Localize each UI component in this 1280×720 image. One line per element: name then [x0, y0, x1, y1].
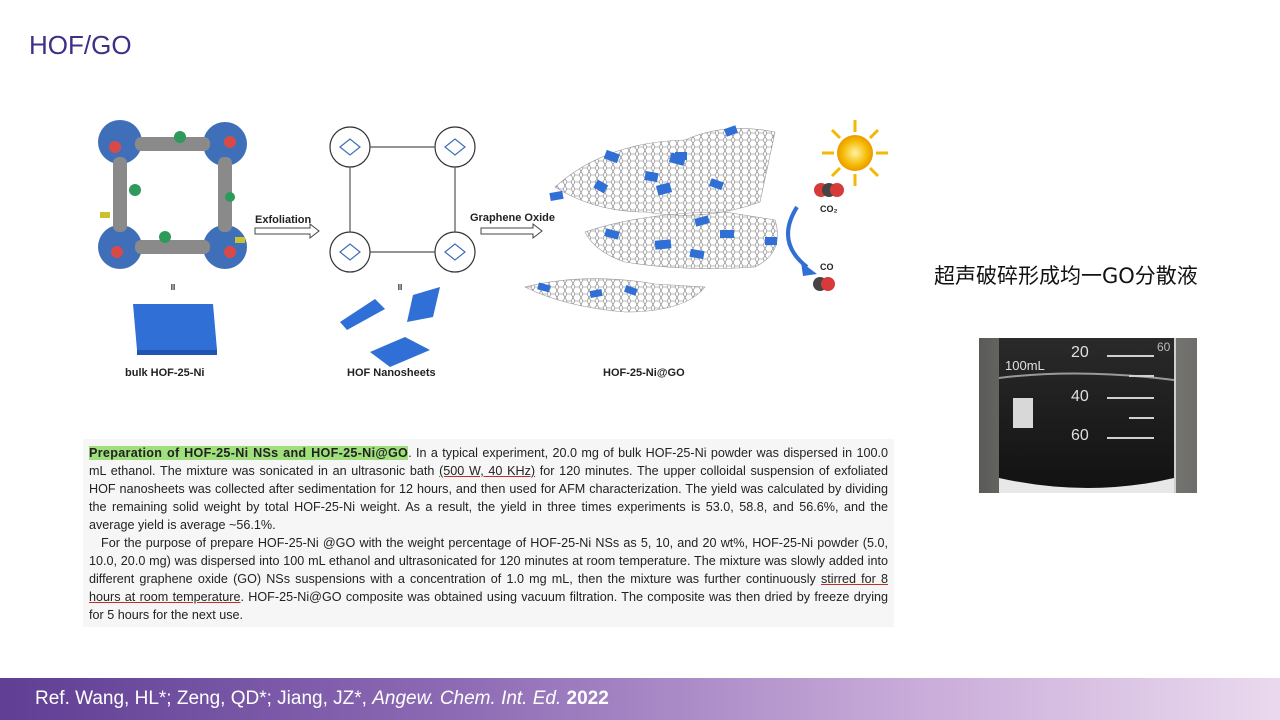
experimental-text: Preparation of HOF-25-Ni NSs and HOF-25-…: [83, 439, 894, 627]
beaker-mark-60-top: 60: [1157, 340, 1171, 354]
go-sheet-flakes: [537, 125, 777, 298]
underlined-stirring: stirred for 8 hours at room temperature: [89, 572, 888, 604]
reaction-arrow: [786, 205, 809, 269]
bulk-stack-block: [133, 304, 217, 355]
equivalence-mark-2: II: [398, 283, 402, 292]
graphene-oxide-label: Graphene Oxide: [470, 212, 555, 224]
scheme-figure: II II: [85, 112, 900, 394]
hof-nanosheets-label: HOF Nanosheets: [347, 367, 436, 379]
co2-label: CO₂: [820, 204, 838, 214]
bulk-hof-structure: [98, 120, 247, 269]
bulk-hof-label: bulk HOF-25-Ni: [125, 367, 205, 379]
underlined-conditions: (500 W, 40 KHz): [439, 464, 536, 478]
sun-icon: [822, 120, 888, 186]
co2-molecule-icon: [814, 183, 844, 197]
nanosheet-flakes: [340, 287, 440, 367]
graphene-oxide-arrow: [480, 222, 543, 240]
section-heading: Preparation of HOF-25-Ni NSs and HOF-25-…: [89, 446, 409, 460]
beaker-volume-label: 100mL: [1005, 358, 1045, 373]
exfoliation-label: Exfoliation: [255, 214, 312, 226]
slide-title: HOF/GO: [29, 30, 132, 60]
equivalence-mark-1: II: [171, 283, 175, 292]
hof-go-composite-label: HOF-25-Ni@GO: [603, 367, 685, 379]
beaker-mark-60: 60: [1071, 427, 1089, 444]
exfoliation-arrow: [254, 222, 320, 240]
paragraph-2: For the purpose of prepare HOF-25-Ni @GO…: [89, 536, 888, 622]
journal-name: Angew. Chem. Int. Ed.: [372, 688, 562, 709]
nanosheet-structure: [329, 126, 476, 273]
publication-year: 2022: [561, 688, 609, 709]
co-molecule-icon: [813, 277, 835, 291]
co-label: CO: [820, 262, 834, 272]
dispersion-caption: 超声破碎形成均一GO分散液: [934, 264, 1198, 288]
reference-footer: Ref. Wang, HL*; Zeng, QD*; Jiang, JZ*, A…: [0, 678, 1280, 720]
scheme-illustration: II II: [98, 120, 888, 367]
reference-text: Ref. Wang, HL*; Zeng, QD*; Jiang, JZ*, A…: [35, 688, 609, 709]
beaker-mark-40: 40: [1071, 388, 1089, 405]
beaker-mark-20: 20: [1071, 344, 1089, 361]
paragraph-1: Preparation of HOF-25-Ni NSs and HOF-25-…: [89, 446, 888, 532]
beaker-photo: 20 40 60 60 100mL: [979, 338, 1197, 493]
go-sheets: [524, 128, 778, 313]
